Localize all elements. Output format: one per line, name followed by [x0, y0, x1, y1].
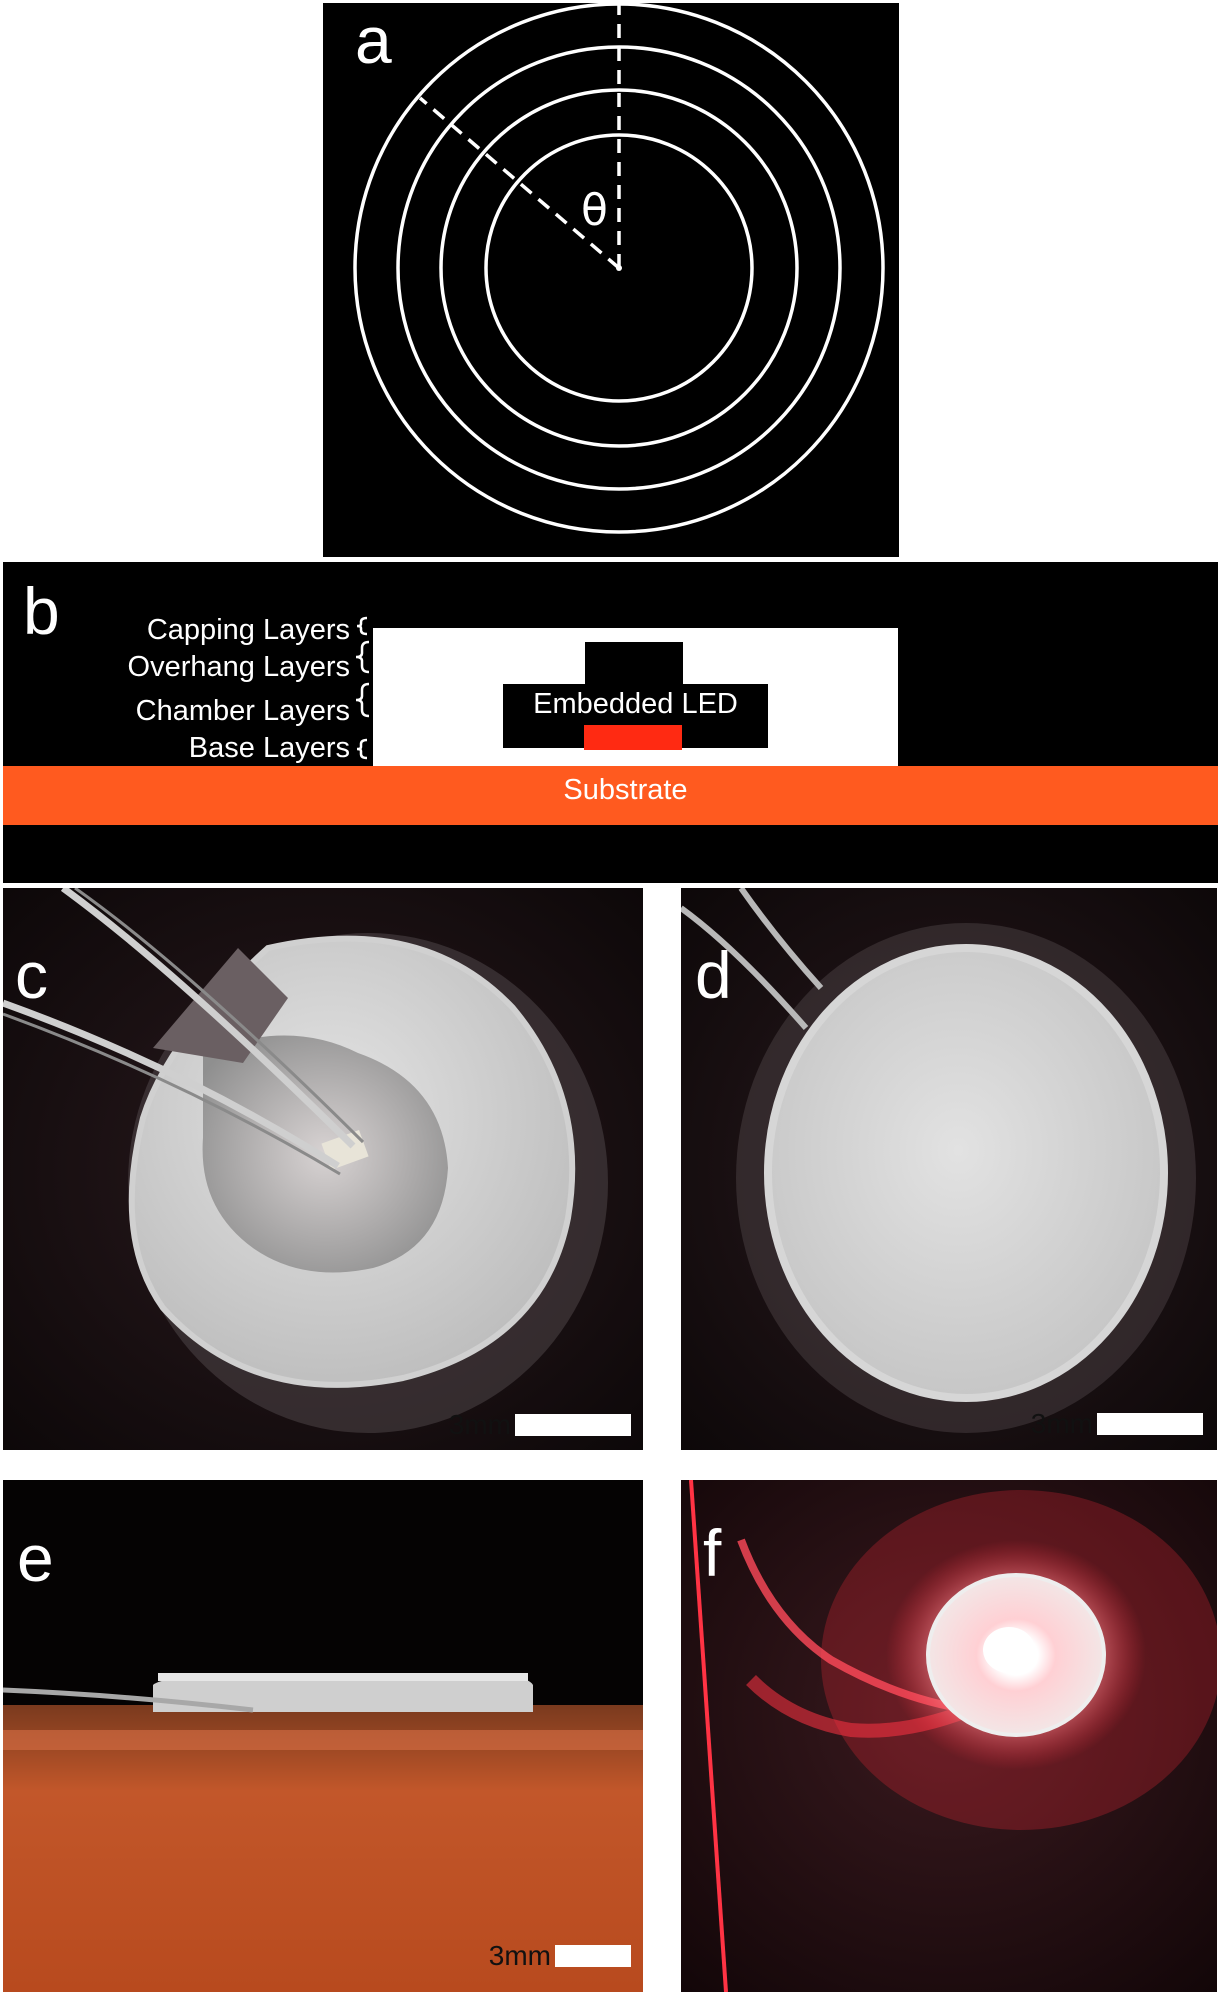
panel-label-a: a — [355, 3, 392, 77]
scale-bar-c: 3mm — [449, 1409, 631, 1441]
ring-inner — [484, 133, 754, 403]
brace-base — [356, 738, 368, 760]
printed-part-profile — [153, 1673, 533, 1712]
wire-lower-2 — [3, 1012, 341, 1176]
panel-f: f — [681, 1480, 1217, 1992]
panel-label-f: f — [703, 1516, 722, 1590]
scale-bar-e-text: 3mm — [488, 1940, 551, 1971]
panel-label-e: e — [17, 1521, 54, 1595]
photo-f-led-lit — [681, 1480, 1217, 1992]
ring-second — [439, 88, 799, 448]
layer-label-capping: Capping Layers — [146, 614, 350, 646]
substrate — [3, 766, 1218, 825]
orange-substrate — [3, 1705, 643, 1992]
embedded-led — [584, 725, 682, 750]
scale-bar-d-bar — [1097, 1413, 1203, 1435]
layer-label-base: Base Layers — [188, 732, 350, 764]
substrate-edge-highlight — [3, 1730, 643, 1750]
substrate-label: Substrate — [563, 774, 688, 806]
scale-bar-d-text: 3mm — [1030, 1408, 1093, 1439]
panel-label-d: d — [695, 938, 732, 1012]
red-edge-line — [689, 1480, 728, 1992]
panel-d: d 3mm — [681, 888, 1217, 1450]
panel-c: c 3mm — [3, 888, 643, 1450]
wire-top — [681, 905, 809, 1030]
wire-upper — [60, 888, 356, 1149]
layer-label-chamber: Chamber Layers — [135, 695, 350, 727]
led-hotspot — [983, 1627, 1035, 1673]
printed-disc — [764, 944, 1168, 1402]
scale-bar-e: 3mm — [489, 1940, 631, 1972]
scale-bar-c-bar — [515, 1414, 631, 1436]
photo-d-capped-print — [681, 888, 1217, 1450]
panel-label-b: b — [23, 574, 60, 648]
embedded-led-label: Embedded LED — [533, 688, 738, 720]
layer-label-overhang: Overhang Layers — [127, 651, 350, 683]
overhang-cavity — [585, 642, 683, 686]
printed-part-top — [158, 1673, 528, 1681]
layer-braces — [355, 616, 370, 760]
theta-symbol: θ — [581, 185, 608, 236]
brace-chamber — [355, 682, 370, 718]
panel-a: θ a — [323, 3, 899, 557]
wire-top-2 — [738, 888, 824, 991]
scale-bar-e-bar — [555, 1945, 631, 1967]
wire-lower — [3, 999, 340, 1169]
scale-bar-d: 3mm — [1031, 1408, 1203, 1440]
panel-label-c: c — [15, 938, 48, 1012]
center-point — [616, 265, 622, 271]
panel-b: b Capping Layers Overhang Layers Chamber… — [3, 562, 1218, 883]
wire — [3, 1687, 254, 1713]
ring-outer — [353, 3, 885, 534]
concentric-rings-diagram: θ — [353, 3, 885, 534]
wire-upper-2 — [74, 888, 365, 1144]
photo-e-side-view — [3, 1480, 643, 1992]
photo-c-partial-print — [3, 888, 643, 1450]
angled-radius-line — [418, 96, 621, 270]
scale-bar-c-text: 3mm — [448, 1409, 511, 1440]
brace-overhang — [355, 640, 370, 674]
panel-e: e 3mm — [3, 1480, 643, 1992]
brace-capping — [356, 616, 368, 636]
